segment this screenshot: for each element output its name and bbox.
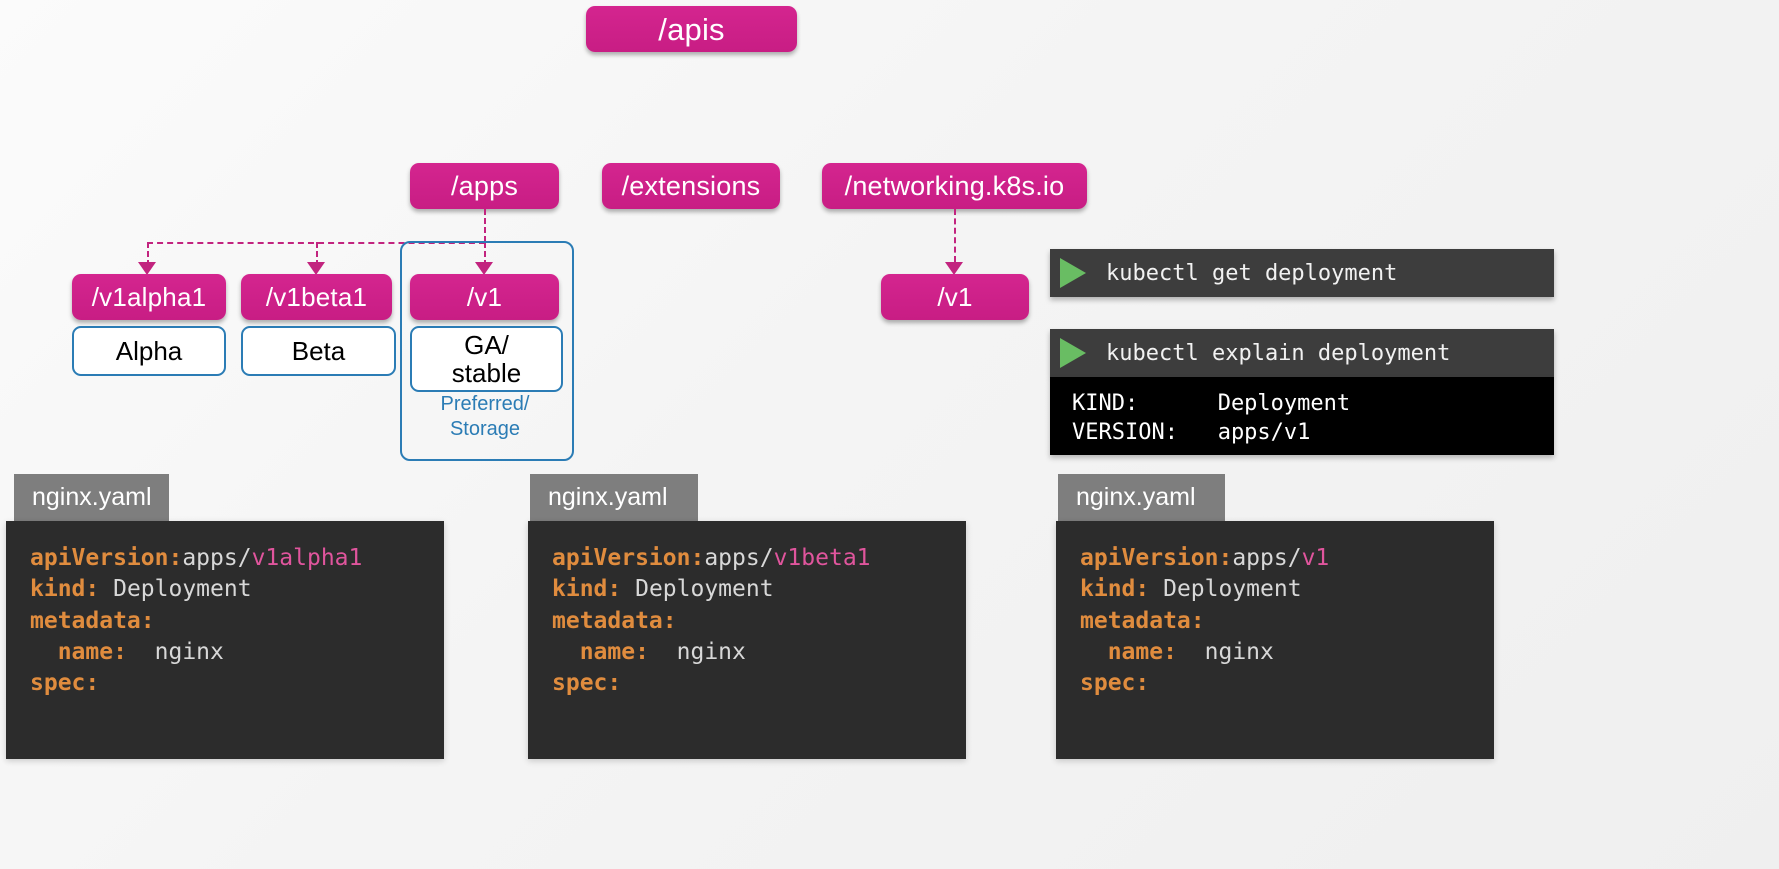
yaml-key-kind: kind:	[1080, 576, 1150, 603]
yaml-line-name: name: nginx	[552, 637, 966, 668]
preferred-storage-caption: Preferred/ Storage	[400, 392, 570, 442]
yaml-filename-tab[interactable]: nginx.yaml	[530, 474, 698, 521]
yaml-line-kind: kind: Deployment	[552, 574, 966, 605]
stage-label-beta: Beta	[291, 335, 346, 366]
yaml-value-version: v1	[1301, 545, 1330, 571]
yaml-line-spec: spec:	[552, 668, 966, 699]
yaml-filename-label: nginx.yaml	[1076, 483, 1196, 511]
yaml-line-apiversion: apiVersion:apps/v1alpha1	[30, 543, 444, 574]
terminal-command-get-deployment[interactable]: kubectl get deployment	[1050, 249, 1554, 297]
yaml-key-spec: spec:	[1080, 670, 1150, 697]
yaml-line-kind: kind: Deployment	[1080, 574, 1494, 605]
arrow-to-networking-v1	[945, 262, 963, 275]
yaml-line-metadata: metadata:	[30, 606, 444, 637]
stage-box-beta: Beta	[241, 326, 396, 376]
yaml-line-metadata: metadata:	[552, 606, 966, 637]
yaml-value-name: nginx	[126, 638, 224, 665]
stage-box-alpha: Alpha	[72, 326, 226, 376]
play-icon[interactable]	[1050, 329, 1096, 377]
api-group-label-apps: /apps	[450, 170, 519, 201]
terminal-command-text-explain: kubectl explain deployment	[1106, 340, 1451, 366]
yaml-key-apiversion: apiVersion:	[552, 545, 705, 571]
yaml-value-group: apps/	[182, 545, 252, 571]
stage-label-ga-stable: GA/ stable	[451, 329, 522, 388]
yaml-key-name: name:	[1080, 638, 1177, 665]
yaml-key-metadata: metadata:	[1080, 607, 1205, 634]
yaml-filename-label: nginx.yaml	[32, 483, 152, 511]
yaml-key-spec: spec:	[552, 670, 622, 697]
yaml-key-kind: kind:	[552, 576, 622, 603]
preferred-storage-text: Preferred/ Storage	[440, 393, 530, 440]
yaml-value-kind: Deployment	[621, 576, 774, 603]
yaml-value-group: apps/	[1232, 545, 1302, 571]
yaml-line-apiversion: apiVersion:apps/v1	[1080, 543, 1494, 574]
yaml-key-apiversion: apiVersion:	[30, 545, 183, 571]
yaml-code-block: apiVersion:apps/v1 kind: Deployment meta…	[1056, 521, 1494, 759]
yaml-filename-tab[interactable]: nginx.yaml	[1058, 474, 1225, 521]
yaml-key-name: name:	[552, 638, 649, 665]
yaml-key-apiversion: apiVersion:	[1080, 545, 1233, 571]
terminal-command-explain-deployment[interactable]: kubectl explain deployment	[1050, 329, 1554, 377]
connector-apps-stem	[484, 209, 486, 242]
stage-box-ga-stable: GA/ stable	[410, 326, 563, 392]
yaml-value-version: v1beta1	[773, 545, 871, 571]
api-group-node-extensions[interactable]: /extensions	[602, 163, 780, 209]
connector-apps-to-v1	[484, 242, 486, 266]
yaml-value-group: apps/	[704, 545, 774, 571]
arrow-to-v1alpha1	[138, 262, 156, 275]
api-group-label-extensions: /extensions	[621, 170, 761, 201]
connector-apps-to-v1alpha1	[147, 242, 149, 266]
yaml-line-spec: spec:	[30, 668, 444, 699]
yaml-value-kind: Deployment	[1149, 576, 1302, 603]
yaml-filename-tab[interactable]: nginx.yaml	[14, 474, 169, 521]
connector-apps-to-v1beta1	[316, 242, 318, 266]
yaml-key-metadata: metadata:	[552, 607, 677, 634]
api-version-node-v1alpha1[interactable]: /v1alpha1	[72, 274, 226, 320]
arrow-to-v1beta1	[307, 262, 325, 275]
play-icon[interactable]	[1050, 249, 1096, 297]
yaml-key-kind: kind:	[30, 576, 100, 603]
api-version-label-v1alpha1: /v1alpha1	[91, 282, 207, 312]
connector-networking-to-v1	[954, 209, 956, 262]
api-version-label-networking-v1: /v1	[937, 282, 973, 312]
api-version-node-v1[interactable]: /v1	[410, 274, 559, 320]
api-version-label-v1beta1: /v1beta1	[265, 282, 368, 312]
yaml-line-apiversion: apiVersion:apps/v1beta1	[552, 543, 966, 574]
api-version-node-networking-v1[interactable]: /v1	[881, 274, 1029, 320]
api-version-node-v1beta1[interactable]: /v1beta1	[241, 274, 392, 320]
yaml-code-block: apiVersion:apps/v1beta1 kind: Deployment…	[528, 521, 966, 759]
yaml-value-version: v1alpha1	[251, 545, 363, 571]
yaml-line-metadata: metadata:	[1080, 606, 1494, 637]
preferred-version-frame	[400, 241, 574, 461]
yaml-line-name: name: nginx	[30, 637, 444, 668]
yaml-line-kind: kind: Deployment	[30, 574, 444, 605]
yaml-line-name: name: nginx	[1080, 637, 1494, 668]
api-group-node-networking[interactable]: /networking.k8s.io	[822, 163, 1087, 209]
yaml-value-kind: Deployment	[99, 576, 252, 603]
stage-label-alpha: Alpha	[115, 335, 183, 366]
api-root-label: /apis	[658, 11, 725, 47]
api-version-label-v1: /v1	[466, 282, 503, 312]
yaml-filename-label: nginx.yaml	[548, 483, 668, 511]
api-root-node-apis[interactable]: /apis	[586, 6, 797, 52]
yaml-line-spec: spec:	[1080, 668, 1494, 699]
api-group-label-networking: /networking.k8s.io	[844, 170, 1065, 201]
yaml-key-spec: spec:	[30, 670, 100, 697]
yaml-key-metadata: metadata:	[30, 607, 155, 634]
arrow-to-v1	[475, 262, 493, 275]
api-group-node-apps[interactable]: /apps	[410, 163, 559, 209]
yaml-value-name: nginx	[1176, 638, 1274, 665]
terminal-command-text-get: kubectl get deployment	[1106, 260, 1398, 286]
yaml-code-block: apiVersion:apps/v1alpha1 kind: Deploymen…	[6, 521, 444, 759]
terminal-output-explain: KIND: Deployment VERSION: apps/v1	[1050, 377, 1554, 455]
yaml-value-name: nginx	[648, 638, 746, 665]
yaml-key-name: name:	[30, 638, 127, 665]
